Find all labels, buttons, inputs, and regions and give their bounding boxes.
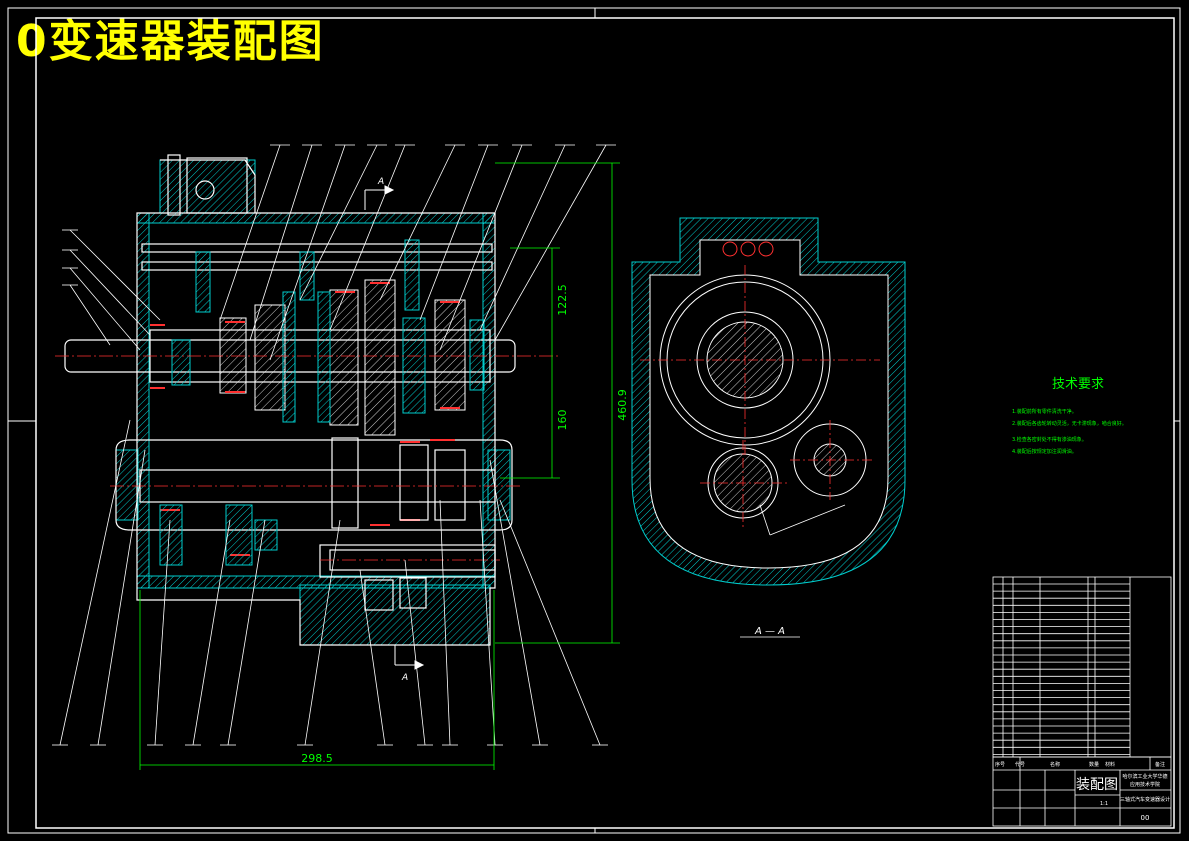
dimension-height-lower: 160 [556, 410, 569, 431]
center-lines [55, 355, 560, 561]
leader-ticks-top [62, 144, 616, 286]
counter-shaft-gears [159, 504, 278, 566]
dimension-height-upper: 122.5 [556, 284, 569, 316]
header-code: 代号 [1015, 761, 1025, 768]
section-mark-bottom: A [401, 673, 408, 683]
leader-lines-bottom [59, 419, 601, 746]
end-center-lines [640, 265, 880, 530]
sheet-border [7, 7, 1181, 834]
header-no: 序号 [995, 761, 1005, 768]
header-name: 名称 [1050, 761, 1060, 768]
housing-outline [115, 154, 513, 646]
housing-walls [115, 159, 511, 646]
tech-requirement-line-4: 4.装配后按规定加注润滑油。 [1012, 448, 1077, 455]
end-section-view: A — A [631, 217, 906, 638]
header-material: 材料 [1105, 761, 1115, 768]
dimension-width-bottom: 298.5 [301, 752, 333, 765]
parts-list-header: 序号 代号 名称 数量 材料 备注 [995, 761, 1165, 768]
dimension-height-total: 460.9 [616, 389, 629, 421]
bearing-marks [150, 282, 460, 556]
header-remark: 备注 [1155, 761, 1165, 768]
end-housing-inner [649, 239, 889, 569]
title-block-school-2: 应用技术学院 [1130, 781, 1160, 788]
synchronizers [171, 291, 485, 423]
tech-requirement-line-2: 2.装配后各齿轮转动灵活，无卡滞现象，啮合良好。 [1012, 420, 1127, 427]
section-view-label: A — A [754, 626, 785, 637]
end-housing-holes [722, 241, 774, 257]
main-shaft-gears [219, 279, 466, 436]
title-block-drawing-no: 00 [1141, 814, 1150, 822]
section-arrow-bottom [394, 645, 425, 670]
tech-requirements-title: 技术要求 [1052, 377, 1104, 392]
title-block [992, 756, 1172, 827]
title-block-drawing-name: 装配图 [1076, 777, 1118, 793]
dimension-lines [139, 162, 620, 770]
tech-requirements: 技术要求 1.装配前所有零件清洗干净。 2.装配后各齿轮转动灵活，无卡滞现象，啮… [1012, 377, 1127, 455]
title-block-school-1: 哈尔滨工业大学华德 [1122, 773, 1167, 780]
end-dimension [759, 504, 846, 536]
title-block-project: 三轴式汽车变速器设计 [1120, 796, 1170, 803]
parts-list-table [992, 576, 1172, 758]
gearbox-section-view: 122.5 160 460.9 298.5 A A [52, 144, 629, 770]
leader-lines-top [69, 144, 607, 361]
counter-shaft [139, 437, 496, 529]
header-qty: 数量 [1089, 761, 1099, 768]
drawing-title: 0变速器装配图 [16, 16, 325, 67]
tech-requirement-line-1: 1.装配前所有零件清洗干净。 [1012, 408, 1077, 415]
tech-requirement-line-3: 3.检查各密封处不得有渗油现象。 [1012, 436, 1087, 443]
section-arrow-top [364, 185, 395, 210]
section-mark-top: A [377, 177, 384, 187]
shift-rails [141, 243, 493, 271]
title-block-scale: 1:1 [1100, 801, 1108, 807]
